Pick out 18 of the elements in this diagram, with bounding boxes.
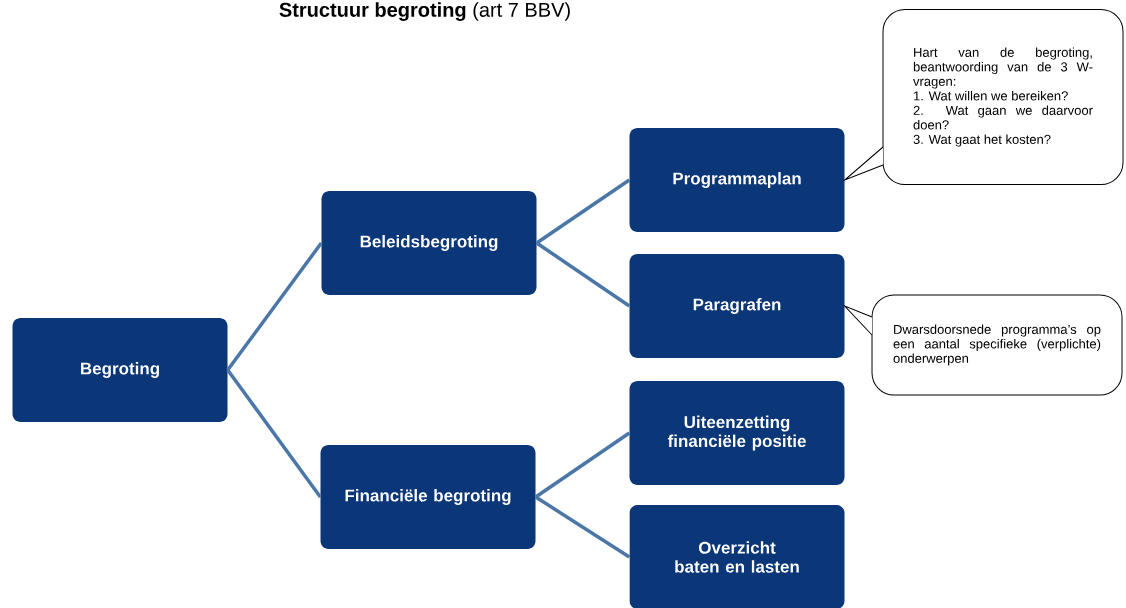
title: Structuur begroting (art 7 BBV) <box>279 2 570 21</box>
process-box: Beleidsbegroting <box>321 191 537 295</box>
connector-line <box>535 178 631 245</box>
process-box: Overzicht baten en lasten <box>629 505 845 608</box>
process-box: Paragrafen <box>629 254 845 358</box>
connector-line <box>534 431 631 499</box>
process-box: Programmaplan <box>629 128 845 232</box>
speech-bubble-tail <box>844 305 873 336</box>
process-box: Begroting <box>12 318 228 422</box>
speech-bubble: Dwarsdoorsnede programma’s op een aantal specifieke (verplichte) onderwerpen <box>871 294 1123 396</box>
connector-line <box>535 241 631 308</box>
process-box: Financiële begroting <box>320 445 536 549</box>
process-box: Uiteenzetting financiële positie <box>629 381 845 485</box>
speech-bubble: Hart van de begroting, beantwoording van de 3 W-vragen: 1. Wat willen we bereiken? 2. Wat gaan we daarvoor doen? 3. Wat gaat het kosten? <box>882 9 1124 185</box>
connector-line <box>226 368 322 499</box>
speech-bubble-tail <box>844 146 884 181</box>
connector-line <box>226 241 323 372</box>
connector-line <box>534 495 631 559</box>
